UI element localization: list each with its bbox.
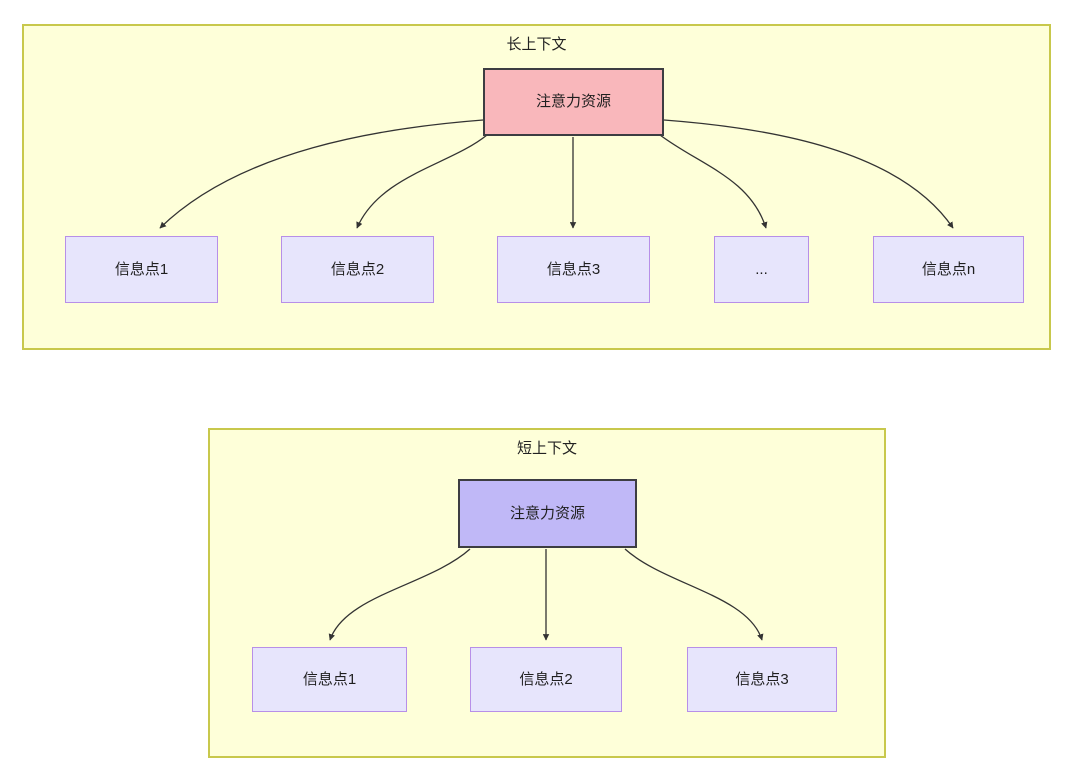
node-info-point-long-3[interactable]: 信息点3	[497, 236, 650, 303]
node-attention-resource-long[interactable]: 注意力资源	[483, 68, 664, 136]
node-info-point-long-n-label: 信息点n	[921, 260, 976, 278]
node-info-point-short-2[interactable]: 信息点2	[470, 647, 622, 712]
edge-long-to-info-2	[356, 134, 488, 229]
edge-long-to-info-1	[159, 119, 484, 229]
node-info-point-long-1[interactable]: 信息点1	[65, 236, 218, 303]
node-info-point-short-3-label: 信息点3	[735, 670, 789, 688]
node-info-point-long-3-label: 信息点3	[546, 260, 601, 278]
edge-long-to-info-ellipsis	[659, 134, 768, 229]
panel-short-context-title: 短上下文	[516, 440, 577, 457]
panel-long-context-title: 长上下文	[506, 36, 567, 53]
edge-long-to-info-n	[663, 119, 954, 229]
node-info-point-long-ellipsis-label: ...	[755, 260, 768, 278]
node-info-point-long-ellipsis[interactable]: ...	[714, 236, 809, 303]
node-info-point-long-2-label: 信息点2	[330, 260, 385, 278]
node-info-point-long-2[interactable]: 信息点2	[281, 236, 434, 303]
node-info-point-short-1[interactable]: 信息点1	[252, 647, 407, 712]
edge-short-to-info-3	[624, 548, 764, 641]
node-info-point-short-1-label: 信息点1	[302, 670, 357, 688]
node-info-point-short-3[interactable]: 信息点3	[687, 647, 837, 712]
edge-short-to-info-1	[328, 548, 471, 641]
node-attention-resource-short-label: 注意力资源	[509, 504, 585, 522]
node-info-point-long-n[interactable]: 信息点n	[873, 236, 1024, 303]
node-attention-resource-long-label: 注意力资源	[535, 93, 611, 110]
node-attention-resource-short[interactable]: 注意力资源	[458, 479, 637, 548]
node-info-point-short-2-label: 信息点2	[519, 670, 573, 688]
node-info-point-long-1-label: 信息点1	[114, 260, 169, 278]
